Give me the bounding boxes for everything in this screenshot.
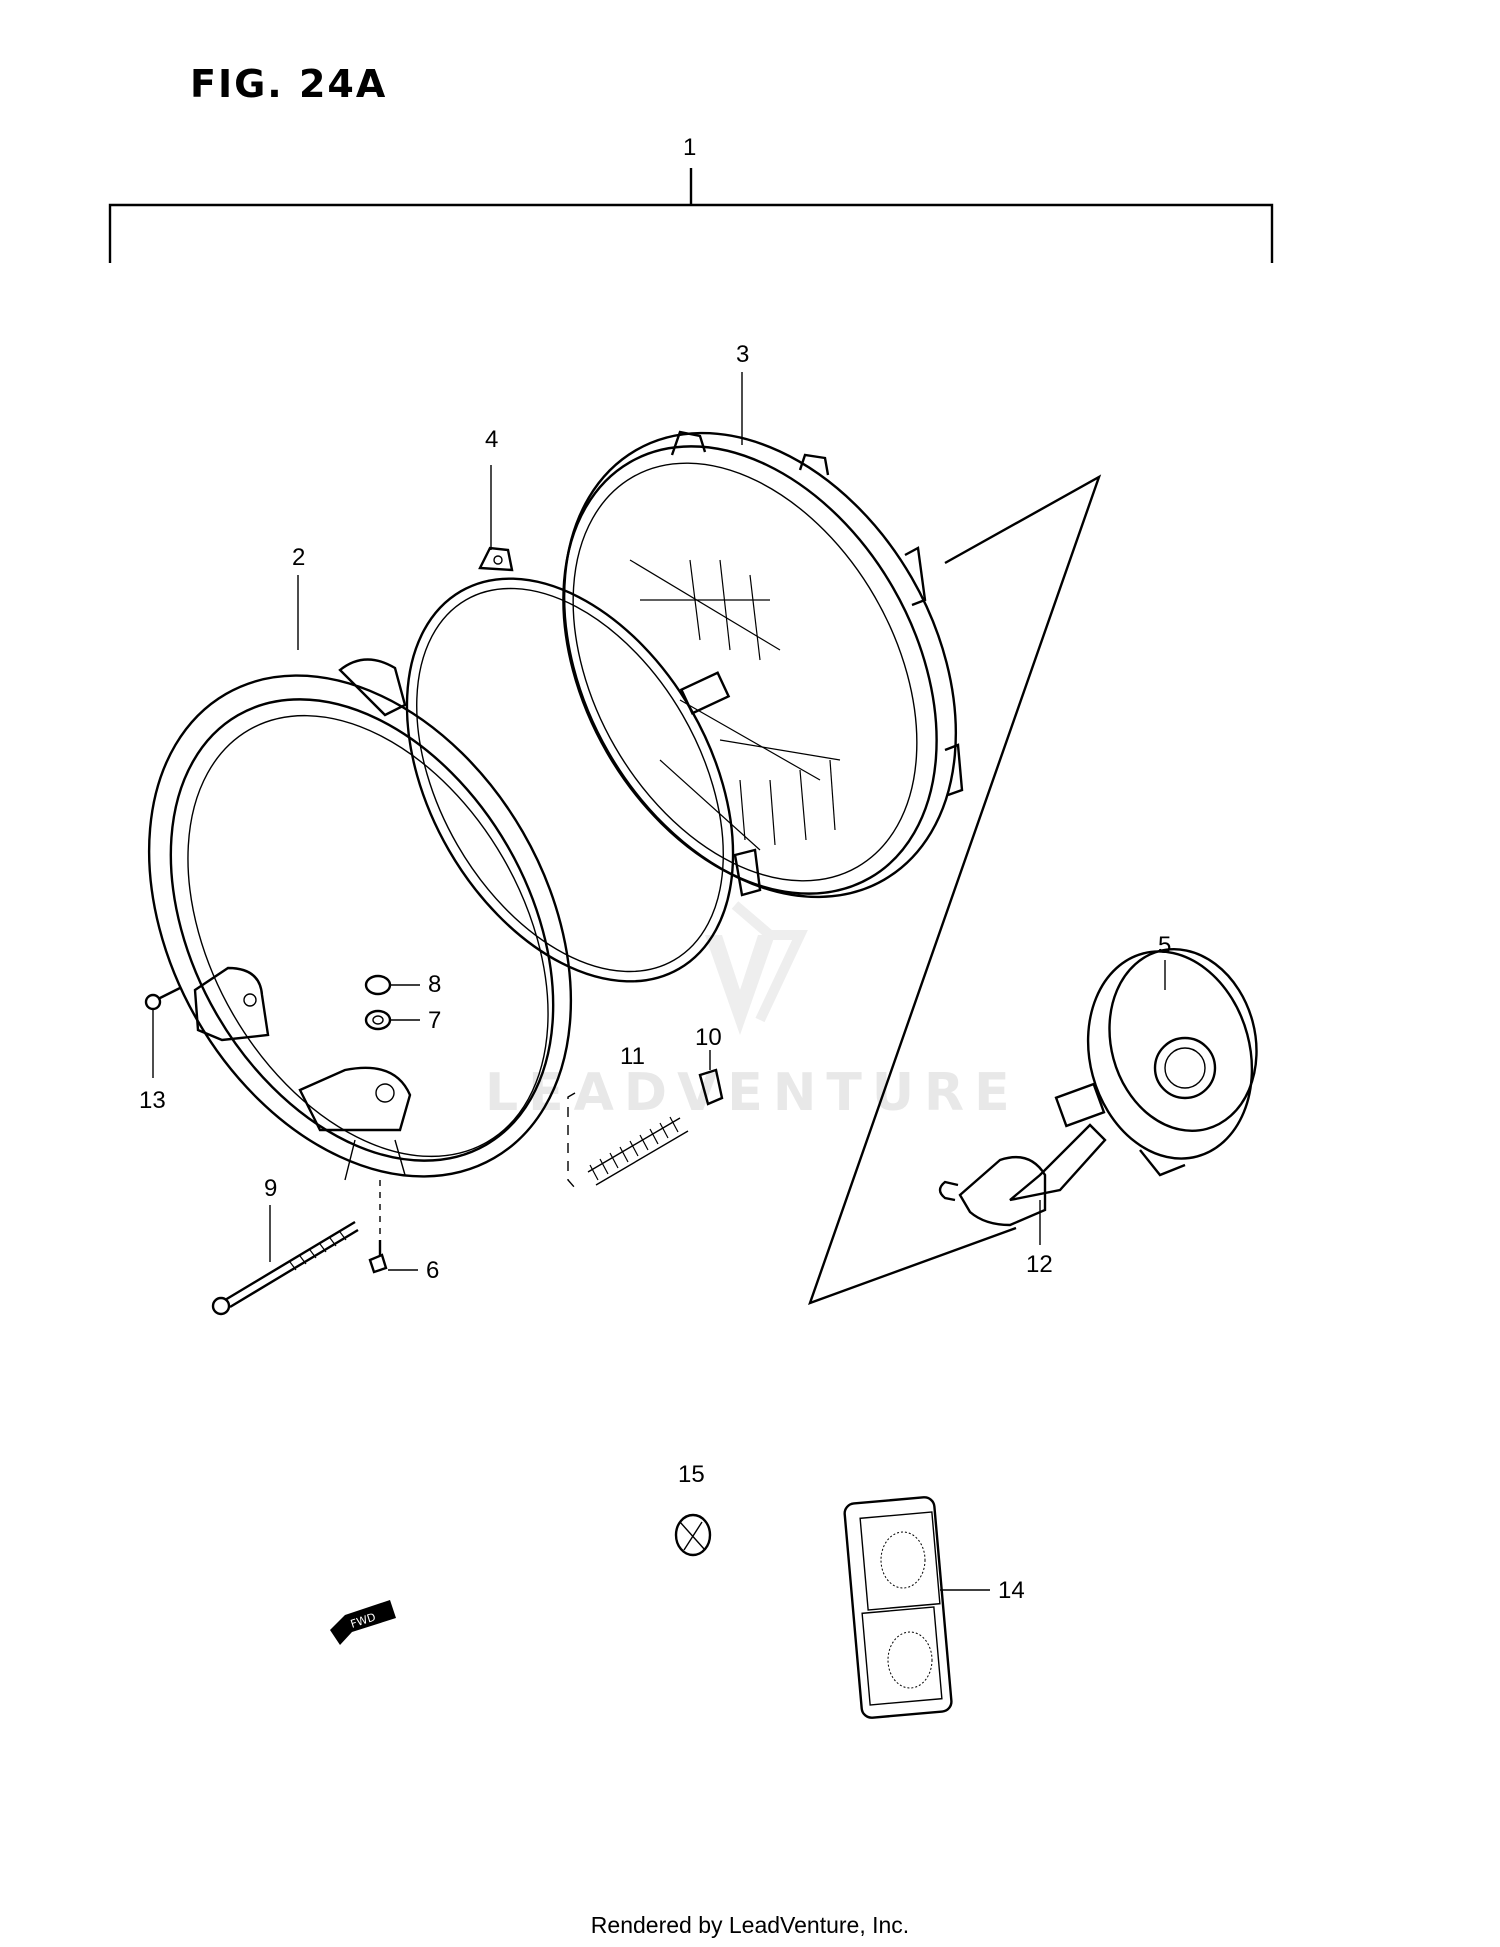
- nuts: [364, 974, 392, 1031]
- grommet: [674, 1513, 712, 1557]
- assembly-bracket: [108, 168, 1274, 263]
- callout-11: 11: [620, 1043, 645, 1070]
- callout-5: 5: [1158, 932, 1171, 959]
- sealed-beam: [562, 430, 964, 899]
- watermark-text: LEADVENTURE: [485, 1063, 1020, 1123]
- callout-labels: 1 2 3 4 5 6 7 8 9 10 11 12 13 14 15: [139, 134, 1171, 1604]
- adjusting-spring: [567, 1092, 689, 1189]
- callout-1: 1: [683, 134, 696, 161]
- adjusting-screw: [211, 1220, 359, 1316]
- section-lines: [808, 474, 1102, 1305]
- callout-4: 4: [485, 426, 498, 453]
- inner-ring: [405, 546, 762, 983]
- footer-credit: Rendered by LeadVenture, Inc.: [590, 1912, 910, 1938]
- headlight-rim: [147, 658, 573, 1181]
- callout-14: 14: [998, 1577, 1025, 1604]
- watermark-logo: LEADVENTURE: [485, 901, 1020, 1123]
- callout-2: 2: [292, 544, 305, 571]
- callout-9: 9: [264, 1175, 277, 1202]
- screw-13: [144, 986, 181, 1011]
- socket-cover: [1086, 948, 1258, 1177]
- callout-7: 7: [428, 1007, 441, 1034]
- screw-small: [368, 1180, 388, 1274]
- reflector: [843, 1496, 953, 1719]
- callout-6: 6: [426, 1257, 439, 1284]
- callout-13: 13: [139, 1087, 166, 1114]
- nut-clip: [698, 1050, 724, 1106]
- callout-3: 3: [736, 341, 749, 368]
- fwd-arrow: FWD: [330, 1600, 396, 1645]
- callout-10: 10: [695, 1024, 722, 1051]
- callout-15: 15: [678, 1461, 705, 1488]
- callout-12: 12: [1026, 1251, 1053, 1278]
- figure-title: FIG. 24A: [190, 62, 388, 106]
- callout-8: 8: [428, 971, 441, 998]
- headlight-bulb: [938, 1082, 1107, 1227]
- leader-lines: [152, 372, 1166, 1591]
